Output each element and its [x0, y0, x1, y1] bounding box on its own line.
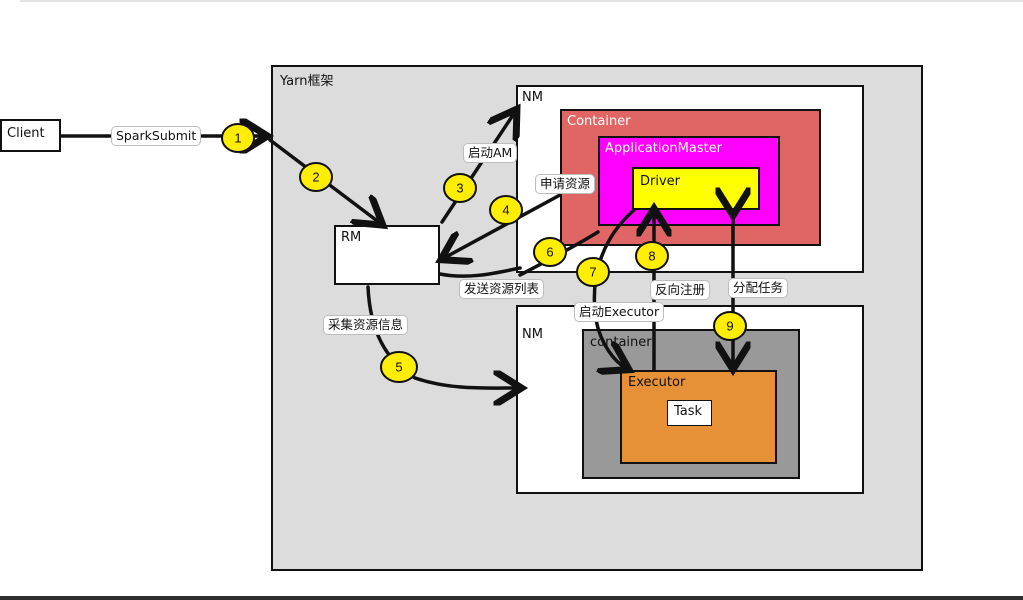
step-number-8: 8 — [648, 249, 655, 264]
nm-top-label: NM — [522, 90, 543, 105]
step-marker-2 — [299, 162, 333, 192]
executor-box — [620, 370, 777, 464]
yarn-frame-label: Yarn框架 — [280, 74, 334, 89]
arrow-request-resources — [444, 193, 562, 258]
step-marker-8 — [635, 241, 669, 271]
arrow-start-am — [440, 112, 515, 224]
step-number-9: 9 — [726, 319, 733, 334]
arrow-send-resource-list — [438, 266, 522, 278]
rm-box — [334, 225, 440, 285]
step-marker-1 — [221, 123, 255, 153]
client-label: Client — [7, 126, 45, 141]
step-number-2: 2 — [312, 170, 319, 185]
step-marker-5 — [380, 351, 418, 383]
step-number-6: 6 — [546, 245, 553, 260]
step-marker-6 — [533, 237, 567, 267]
step-marker-7 — [576, 257, 610, 287]
edge-label-collect-resource-info: 采集资源信息 — [323, 315, 409, 335]
step-marker-4 — [489, 195, 523, 225]
nm-bottom-label: NM — [522, 327, 543, 342]
edge-label-assign-tasks: 分配任务 — [728, 278, 789, 298]
task-box — [667, 400, 712, 426]
step-number-5: 5 — [395, 360, 402, 375]
task-label: Task — [674, 404, 703, 419]
edge-label-spark-submit: SparkSubmit — [111, 126, 202, 146]
edge-label-request-resources: 申请资源 — [535, 174, 596, 194]
arrow-start-executor — [592, 208, 636, 368]
step-number-1: 1 — [234, 131, 241, 146]
edge-label-send-resource-list: 发送资源列表 — [459, 279, 545, 299]
driver-label: Driver — [640, 174, 681, 189]
container-top-label: Container — [567, 114, 631, 129]
step-number-7: 7 — [589, 265, 596, 280]
rm-label: RM — [341, 230, 362, 245]
top-divider — [20, 0, 1023, 2]
bottom-divider — [0, 596, 1023, 600]
executor-label: Executor — [628, 375, 686, 390]
step-marker-3 — [443, 173, 477, 203]
step-number-4: 4 — [502, 203, 509, 218]
edge-label-start-am: 启动AM — [463, 143, 518, 163]
step-number-3: 3 — [456, 181, 463, 196]
step-marker-9 — [713, 311, 747, 341]
application-master-label: ApplicationMaster — [605, 141, 723, 156]
edge-label-reverse-register: 反向注册 — [650, 280, 711, 300]
edge-label-start-executor: 启动Executor — [574, 302, 665, 322]
